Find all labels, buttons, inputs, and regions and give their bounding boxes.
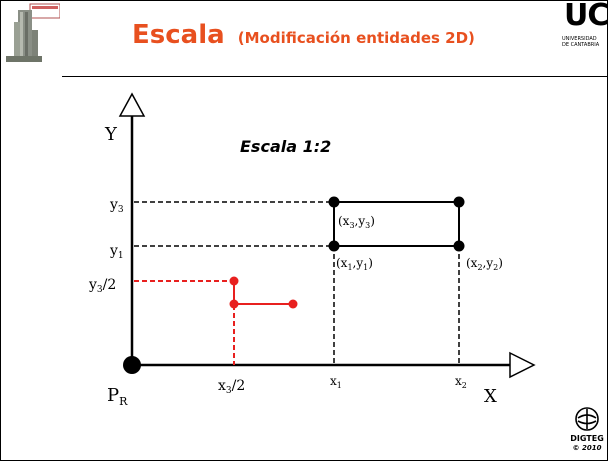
uc-logo-text: UC — [564, 0, 608, 33]
scaled-point-right — [288, 299, 298, 309]
x-axis-label: X — [484, 386, 497, 407]
point-label-p1: (x1,y1) — [336, 256, 373, 272]
title-main: Escala — [132, 20, 225, 50]
origin-label: PR — [107, 385, 128, 408]
uc-logo: UC UNIVERSIDAD DE CANTABRIA — [560, 0, 608, 56]
point-p1 — [328, 240, 340, 252]
digteg-year: © 2010 — [572, 444, 602, 452]
digteg-logo: DIGTEG © 2010 — [566, 404, 608, 459]
tick-label-y1: y1 — [109, 243, 124, 261]
point-label-p3: (x3,y3) — [338, 214, 375, 230]
tick-label-x3-half: x3/2 — [218, 378, 245, 396]
tick-label-y3-half: y3/2 — [88, 277, 116, 295]
point-p3 — [328, 196, 340, 208]
building-logo-icon — [4, 2, 60, 62]
tick-label-x1: x1 — [330, 374, 342, 390]
point-top-right — [453, 196, 465, 208]
scaled-point-top — [229, 276, 239, 286]
uc-logo-subtext: UNIVERSIDAD DE CANTABRIA — [562, 36, 600, 48]
tick-label-y3: y3 — [109, 197, 124, 215]
scaled-point-corner — [229, 299, 239, 309]
origin-point — [123, 356, 141, 374]
point-p2 — [453, 240, 465, 252]
title-divider — [62, 76, 608, 77]
point-label-p2: (x2,y2) — [466, 256, 503, 272]
digteg-label: DIGTEG — [570, 434, 604, 443]
x-axis-arrow-icon — [509, 351, 536, 379]
title-subtitle: (Modificación entidades 2D) — [237, 29, 475, 47]
tick-label-x2: x2 — [455, 374, 467, 390]
page-title: Escala (Modificación entidades 2D) — [132, 20, 475, 50]
original-rectangle — [333, 201, 460, 247]
scale-label: Escala 1:2 — [240, 137, 331, 156]
y-axis-label: Y — [104, 124, 118, 145]
y-axis-arrow-icon — [118, 92, 146, 117]
digteg-emblem-icon — [575, 407, 599, 431]
